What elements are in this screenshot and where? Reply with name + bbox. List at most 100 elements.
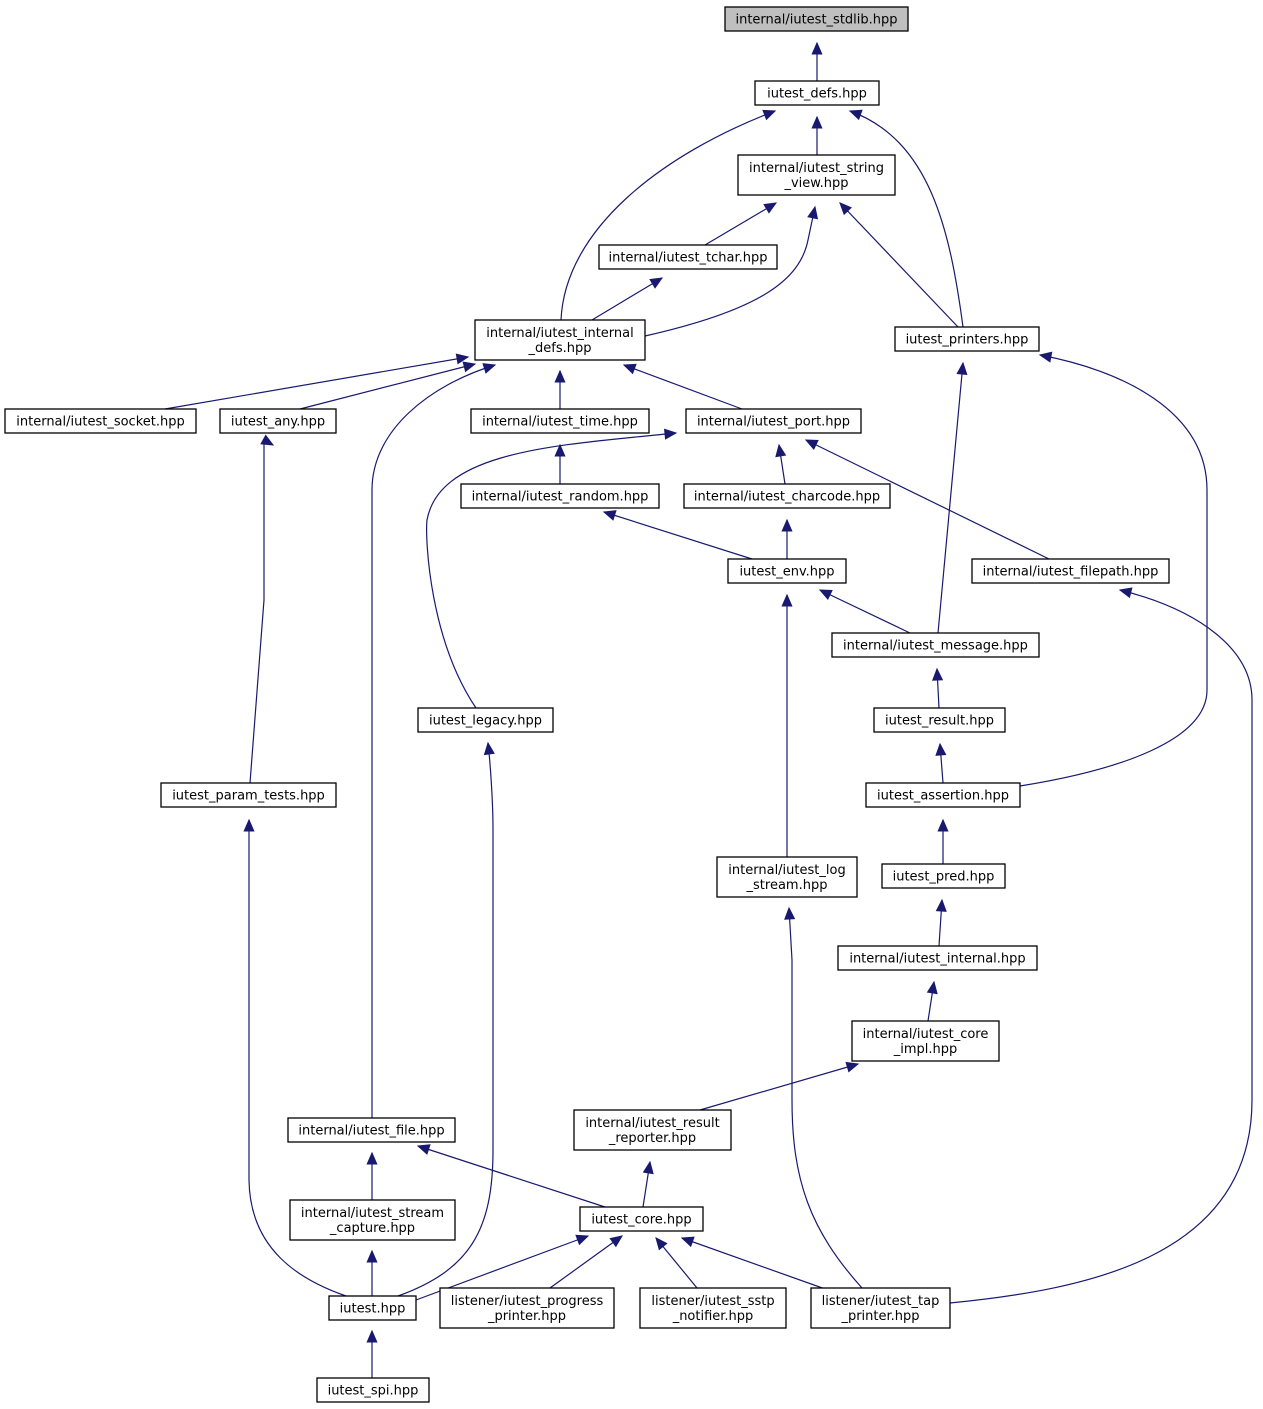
node-box xyxy=(727,558,847,584)
node-box xyxy=(579,1206,704,1232)
arrowhead xyxy=(554,369,566,383)
edge-line xyxy=(839,202,959,328)
node-label: internal/iutest_internal.hpp xyxy=(849,952,1025,967)
node-stream-capture[interactable]: internal/iutest_stream_capture.hpp xyxy=(289,1199,456,1241)
arrowhead xyxy=(416,1144,431,1155)
node-random[interactable]: internal/iutest_random.hpp xyxy=(460,483,660,509)
node-assertion[interactable]: iutest_assertion.hpp xyxy=(865,782,1021,808)
node-box xyxy=(639,1287,787,1329)
edge-line xyxy=(937,362,964,634)
node-box xyxy=(873,707,1006,733)
node-box xyxy=(328,1295,417,1321)
arrowhead xyxy=(784,906,796,920)
edge-time-includes-internal_defs xyxy=(554,369,566,409)
node-iutest[interactable]: iutest.hpp xyxy=(328,1295,417,1321)
node-label: internal/iutest_socket.hpp xyxy=(16,415,185,430)
edge-filepath-includes-port xyxy=(804,439,1050,560)
node-internal[interactable]: internal/iutest_internal.hpp xyxy=(837,945,1038,971)
node-charcode[interactable]: internal/iutest_charcode.hpp xyxy=(683,483,891,509)
edge-line xyxy=(805,439,1050,560)
node-port[interactable]: internal/iutest_port.hpp xyxy=(685,408,862,434)
node-env[interactable]: iutest_env.hpp xyxy=(727,558,847,584)
arrowhead xyxy=(243,818,255,832)
node-label: iutest_any.hpp xyxy=(231,415,325,430)
edge-port-includes-internal_defs xyxy=(622,363,743,410)
node-tap-printer[interactable]: listener/iutest_tap_printer.hpp xyxy=(810,1287,951,1329)
arrowhead xyxy=(455,353,470,365)
node-legacy[interactable]: iutest_legacy.hpp xyxy=(417,707,554,733)
node-label: internal/iutest_charcode.hpp xyxy=(694,490,880,505)
arrowhead xyxy=(937,818,949,832)
arrowhead xyxy=(935,742,947,756)
node-result[interactable]: iutest_result.hpp xyxy=(873,707,1006,733)
edge-line xyxy=(549,1235,623,1289)
edge-tap_printer-includes-core xyxy=(680,1236,829,1291)
edge-line xyxy=(681,1237,829,1291)
node-label: internal/iutest_core xyxy=(863,1027,989,1042)
edge-line xyxy=(249,438,274,784)
edge-message-includes-printers xyxy=(937,361,968,634)
edge-stream_capture-includes-file xyxy=(366,1151,378,1200)
node-result-reporter[interactable]: internal/iutest_result_reporter.hpp xyxy=(573,1109,732,1151)
node-label: iutest_pred.hpp xyxy=(893,870,995,885)
node-internal-defs[interactable]: internal/iutest_internal_defs.hpp xyxy=(474,319,646,361)
node-stdlib[interactable]: internal/iutest_stdlib.hpp xyxy=(724,6,909,32)
edge-legacy-includes-port xyxy=(426,428,678,709)
node-printers[interactable]: iutest_printers.hpp xyxy=(894,326,1040,352)
node-label: internal/iutest_result xyxy=(585,1116,719,1131)
arrowhead xyxy=(622,363,637,375)
edge-iutest-includes-legacy xyxy=(397,741,495,1297)
node-label: _printer.hpp xyxy=(840,1309,919,1324)
node-label: iutest_core.hpp xyxy=(591,1213,691,1228)
arrowhead xyxy=(804,439,819,451)
edge-spi-includes-iutest xyxy=(366,1329,378,1378)
edges-layer xyxy=(164,41,1253,1378)
node-label: _reporter.hpp xyxy=(608,1131,696,1146)
edge-random-includes-time xyxy=(554,443,566,484)
node-time[interactable]: internal/iutest_time.hpp xyxy=(470,408,650,434)
node-file[interactable]: internal/iutest_file.hpp xyxy=(287,1117,456,1143)
node-any[interactable]: iutest_any.hpp xyxy=(219,408,337,434)
arrowhead xyxy=(811,115,823,129)
node-box xyxy=(219,408,337,434)
edge-env-includes-random xyxy=(602,510,753,560)
arrowhead xyxy=(483,741,495,756)
node-label: listener/iutest_tap xyxy=(822,1294,940,1309)
edge-assertion-includes-printers xyxy=(1019,351,1208,787)
node-spi[interactable]: iutest_spi.hpp xyxy=(316,1377,430,1403)
arrowhead xyxy=(1118,587,1133,599)
edge-line xyxy=(426,432,677,709)
node-filepath[interactable]: internal/iutest_filepath.hpp xyxy=(971,558,1170,584)
arrowhead xyxy=(482,363,497,374)
edge-line xyxy=(603,511,753,560)
node-message[interactable]: internal/iutest_message.hpp xyxy=(831,632,1040,658)
node-sstp-notifier[interactable]: listener/iutest_sstp_notifier.hpp xyxy=(639,1287,787,1329)
node-label: internal/iutest_tchar.hpp xyxy=(608,251,767,266)
node-box xyxy=(754,80,880,106)
node-box xyxy=(417,707,554,733)
arrowhead xyxy=(649,277,664,289)
node-defs[interactable]: iutest_defs.hpp xyxy=(754,80,880,106)
edge-line xyxy=(704,202,777,246)
node-box xyxy=(724,6,909,32)
node-progress-printer[interactable]: listener/iutest_progress_printer.hpp xyxy=(439,1287,615,1329)
node-label: _stream.hpp xyxy=(746,878,828,893)
node-core-impl[interactable]: internal/iutest_core_impl.hpp xyxy=(851,1020,1000,1062)
node-box xyxy=(439,1287,615,1329)
arrowhead xyxy=(366,1151,378,1165)
node-socket[interactable]: internal/iutest_socket.hpp xyxy=(4,408,197,434)
node-string-view[interactable]: internal/iutest_string_view.hpp xyxy=(737,154,896,196)
node-core[interactable]: iutest_core.hpp xyxy=(579,1206,704,1232)
arrowhead xyxy=(848,109,863,121)
arrowhead xyxy=(575,1234,590,1246)
node-pred[interactable]: iutest_pred.hpp xyxy=(881,863,1006,889)
edge-env-includes-charcode xyxy=(781,518,793,559)
node-log-stream[interactable]: internal/iutest_log_stream.hpp xyxy=(716,856,858,898)
node-label: internal/iutest_file.hpp xyxy=(298,1124,444,1139)
arrowhead xyxy=(366,1249,378,1263)
node-param-tests[interactable]: iutest_param_tests.hpp xyxy=(160,782,337,808)
node-tchar[interactable]: internal/iutest_tchar.hpp xyxy=(598,244,778,270)
node-label: listener/iutest_progress xyxy=(451,1294,604,1309)
node-label: internal/iutest_internal xyxy=(486,326,633,341)
